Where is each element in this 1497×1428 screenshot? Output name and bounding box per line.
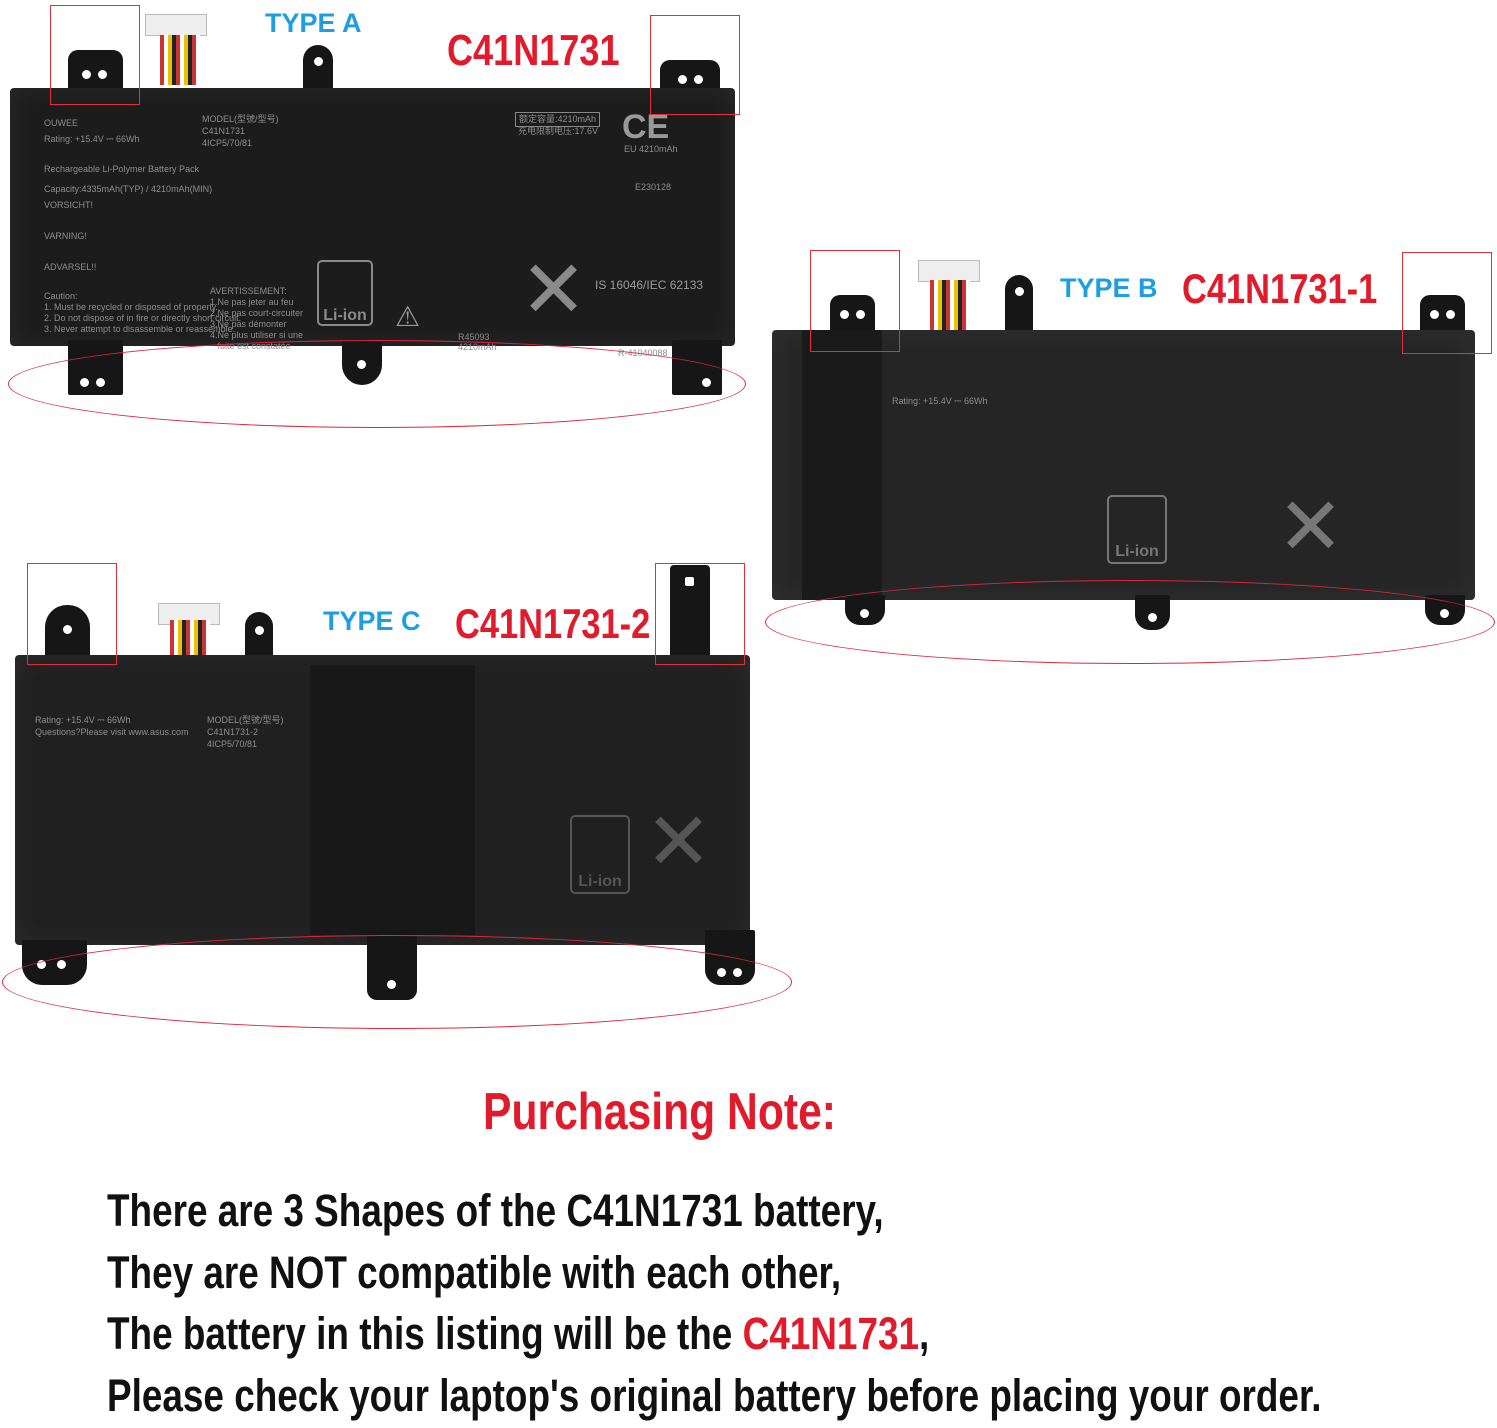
pack-text: Rechargeable Li-Polymer Battery Pack bbox=[44, 164, 200, 174]
rating-text: Rating: +15.4V ⎓ 66Wh bbox=[35, 715, 131, 725]
highlight-box bbox=[27, 563, 117, 665]
note-line-3-model: C41N1731 bbox=[742, 1308, 920, 1359]
mount-tab bbox=[68, 50, 123, 95]
cable-connector bbox=[145, 14, 207, 36]
highlight-ellipse bbox=[8, 340, 746, 428]
warning-da: ADVARSEL!! bbox=[44, 262, 97, 272]
li-ion-recycle-icon: Li-ion bbox=[570, 815, 630, 894]
model-code: C41N1731-2 bbox=[207, 727, 259, 737]
highlight-ellipse bbox=[765, 580, 1495, 664]
battery-body: Rating: +15.4V ⎓ 66Wh Questions?Please v… bbox=[15, 655, 750, 945]
model-header: MODEL(型號/型号) bbox=[207, 715, 284, 725]
type-b-label: TYPE B bbox=[1060, 273, 1158, 303]
li-ion-text: Li-ion bbox=[323, 307, 367, 324]
note-line-3-suffix: , bbox=[919, 1308, 930, 1359]
warning-de: VORSICHT! bbox=[44, 200, 94, 210]
mount-tab bbox=[245, 612, 273, 657]
note-line-4: Please check your laptop's original batt… bbox=[107, 1370, 1322, 1421]
r-code: R45093 bbox=[458, 332, 490, 342]
highlight-ellipse bbox=[2, 935, 792, 1029]
mount-tab bbox=[1005, 275, 1033, 335]
mount-bracket bbox=[670, 565, 710, 660]
highlight-box bbox=[50, 5, 140, 105]
li-ion-text: Li-ion bbox=[1115, 543, 1159, 560]
battery-body: OUWEE Rating: +15.4V ⎓ 66Wh MODEL(型號/型号)… bbox=[10, 88, 735, 358]
mount-tab bbox=[303, 45, 333, 95]
warning-triangle-icon: ⚠ bbox=[395, 301, 421, 332]
cell-code: 4ICP5/70/81 bbox=[207, 739, 258, 749]
li-ion-recycle-icon: Li-ion bbox=[1107, 495, 1167, 564]
note-line-2: They are NOT compatible with each other, bbox=[107, 1247, 842, 1298]
note-title: Purchasing Note: bbox=[483, 1083, 837, 1141]
battery-center-panel bbox=[310, 665, 475, 935]
highlight-box bbox=[650, 15, 740, 115]
type-b-model: C41N1731-1 bbox=[1182, 265, 1378, 312]
standard-text: IS 16046/IEC 62133 bbox=[595, 278, 704, 292]
highlight-box bbox=[1402, 252, 1492, 354]
mount-tab bbox=[830, 295, 875, 335]
note-line-3-prefix: The battery in this listing will be the bbox=[107, 1308, 743, 1359]
type-a-model: C41N1731 bbox=[447, 26, 620, 75]
caution-text: Caution: 1. Must be recycled or disposed… bbox=[44, 291, 242, 334]
li-ion-text: Li-ion bbox=[578, 873, 622, 890]
type-c-label: TYPE C bbox=[323, 606, 421, 636]
website-text: Questions?Please visit www.asus.com bbox=[35, 727, 189, 737]
rating-text: Rating: +15.4V ⎓ 66Wh bbox=[892, 396, 988, 406]
crossed-bin-icon: ✕ bbox=[1277, 482, 1345, 571]
cable-wires bbox=[930, 280, 970, 330]
highlight-box bbox=[655, 563, 745, 665]
cable-connector bbox=[918, 260, 980, 282]
battery-body: Rating: +15.4V ⎓ 66Wh Li-ion ✕ bbox=[772, 330, 1475, 600]
battery-end-cap bbox=[802, 330, 882, 600]
brand-text: OUWEE bbox=[44, 118, 79, 128]
crossed-bin-icon: ✕ bbox=[645, 797, 713, 886]
model-code: C41N1731 bbox=[202, 126, 246, 136]
charge-voltage: 充电限制电压:17.6V bbox=[518, 126, 599, 136]
note-line-1: There are 3 Shapes of the C41N1731 batte… bbox=[107, 1185, 884, 1236]
highlight-box bbox=[810, 250, 900, 352]
rated-capacity: 额定容量:4210mAh bbox=[515, 112, 601, 127]
li-ion-recycle-icon: Li-ion bbox=[317, 260, 373, 326]
note-line-3: The battery in this listing will be the … bbox=[107, 1308, 929, 1360]
type-a-label: TYPE A bbox=[265, 8, 362, 38]
capacity-text: Capacity:4335mAh(TYP) / 4210mAh(MIN) bbox=[44, 184, 213, 194]
mount-tab bbox=[1420, 295, 1465, 335]
ul-code: E230128 bbox=[635, 182, 672, 192]
cell-code: 4ICP5/70/81 bbox=[202, 138, 253, 148]
crossed-bin-icon: ✕ bbox=[520, 245, 588, 334]
model-header: MODEL(型號/型号) bbox=[202, 114, 279, 124]
mount-tab bbox=[45, 605, 90, 660]
cable-wires bbox=[160, 35, 200, 85]
type-c-model: C41N1731-2 bbox=[455, 600, 651, 647]
warning-sv: VARNING! bbox=[44, 231, 87, 241]
eu-capacity: EU 4210mAh bbox=[624, 144, 678, 154]
rating-text: Rating: +15.4V ⎓ 66Wh bbox=[44, 134, 140, 144]
cable-wires bbox=[170, 620, 210, 655]
